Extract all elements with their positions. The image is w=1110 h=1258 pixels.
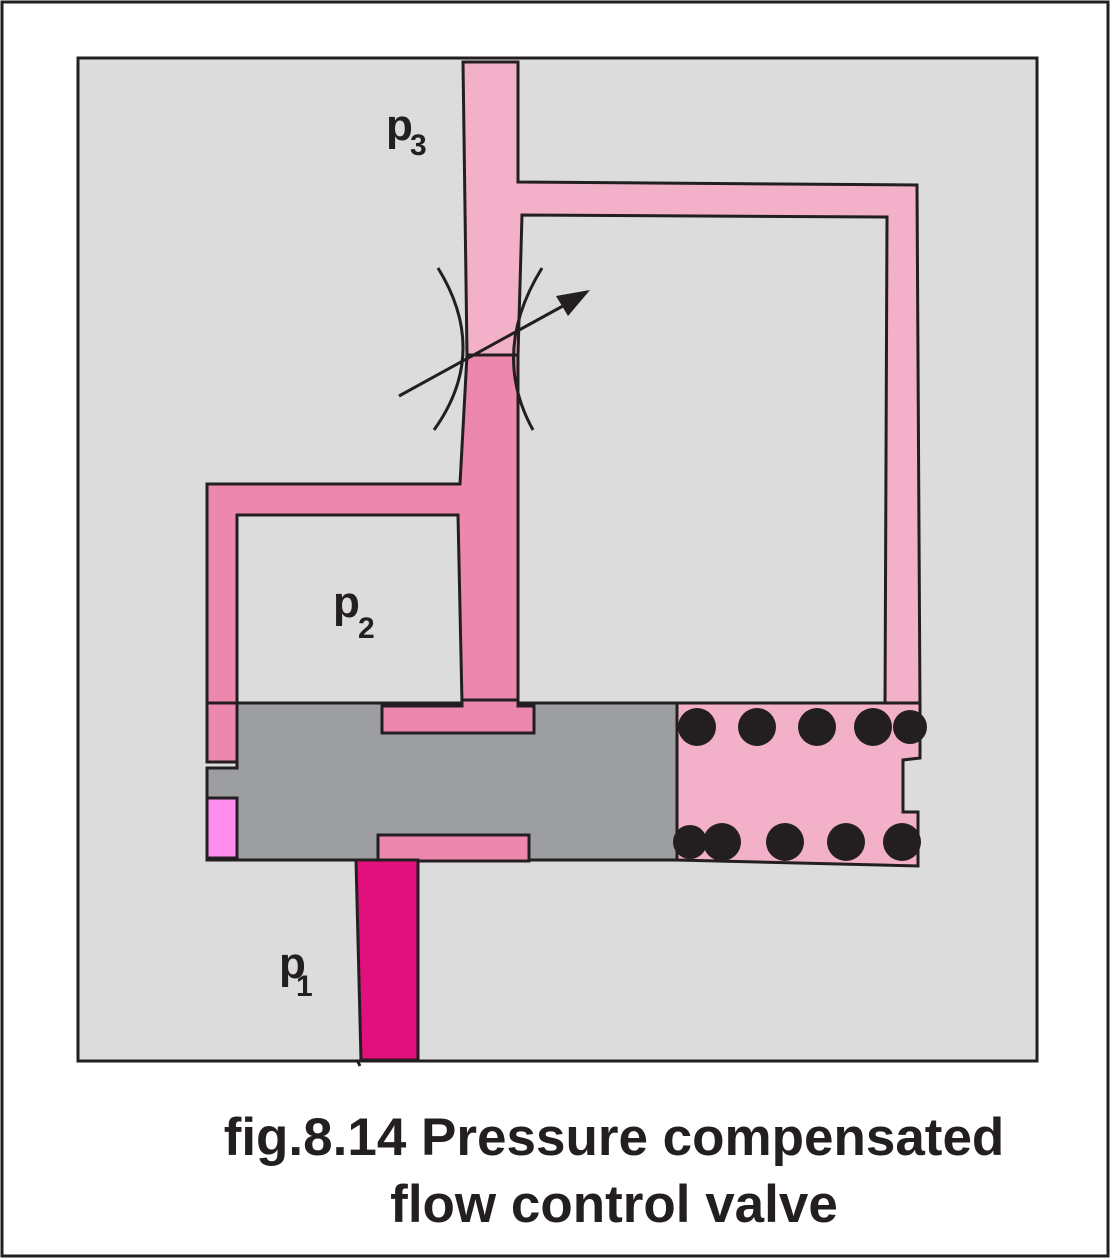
label-p2: p 2	[333, 578, 375, 645]
orifice-left-arc	[432, 267, 465, 431]
label-p3-sub: 3	[410, 129, 427, 162]
spring-coils	[673, 708, 927, 861]
spring-dot	[766, 823, 804, 861]
label-p3-main: p	[386, 101, 413, 150]
label-p1-main: p	[279, 939, 306, 988]
variable-orifice-symbol	[398, 267, 573, 431]
spring-dot	[883, 823, 921, 861]
label-p1-sub: 1	[296, 970, 313, 1003]
adjust-arrow-head	[556, 290, 590, 316]
caption-line-1: fig.8.14 Pressure compensated	[224, 1108, 1005, 1167]
spring-dot	[893, 710, 927, 744]
spring-dot	[673, 825, 707, 859]
p1-inlet	[354, 858, 420, 1062]
spring-dot	[798, 708, 836, 746]
spring-dot	[703, 823, 741, 861]
p2-passage	[205, 353, 520, 764]
adjust-arrow-line	[398, 299, 573, 398]
spool-top-groove	[380, 698, 536, 735]
caption-line-2: flow control valve	[390, 1175, 838, 1234]
p1-inlet-tail	[355, 1059, 362, 1067]
label-p2-sub: 2	[358, 612, 375, 645]
label-p2-main: p	[333, 578, 360, 627]
spring-dot	[678, 708, 716, 746]
spool-bottom-groove	[376, 833, 531, 863]
left-end-chamber	[205, 796, 239, 860]
orifice-right-arc	[512, 267, 544, 431]
label-p1: p 1	[279, 939, 313, 1003]
spring-dot	[738, 708, 776, 746]
spring-dot	[827, 823, 865, 861]
spring-dot	[854, 708, 892, 746]
label-p3: p 3	[386, 101, 427, 162]
